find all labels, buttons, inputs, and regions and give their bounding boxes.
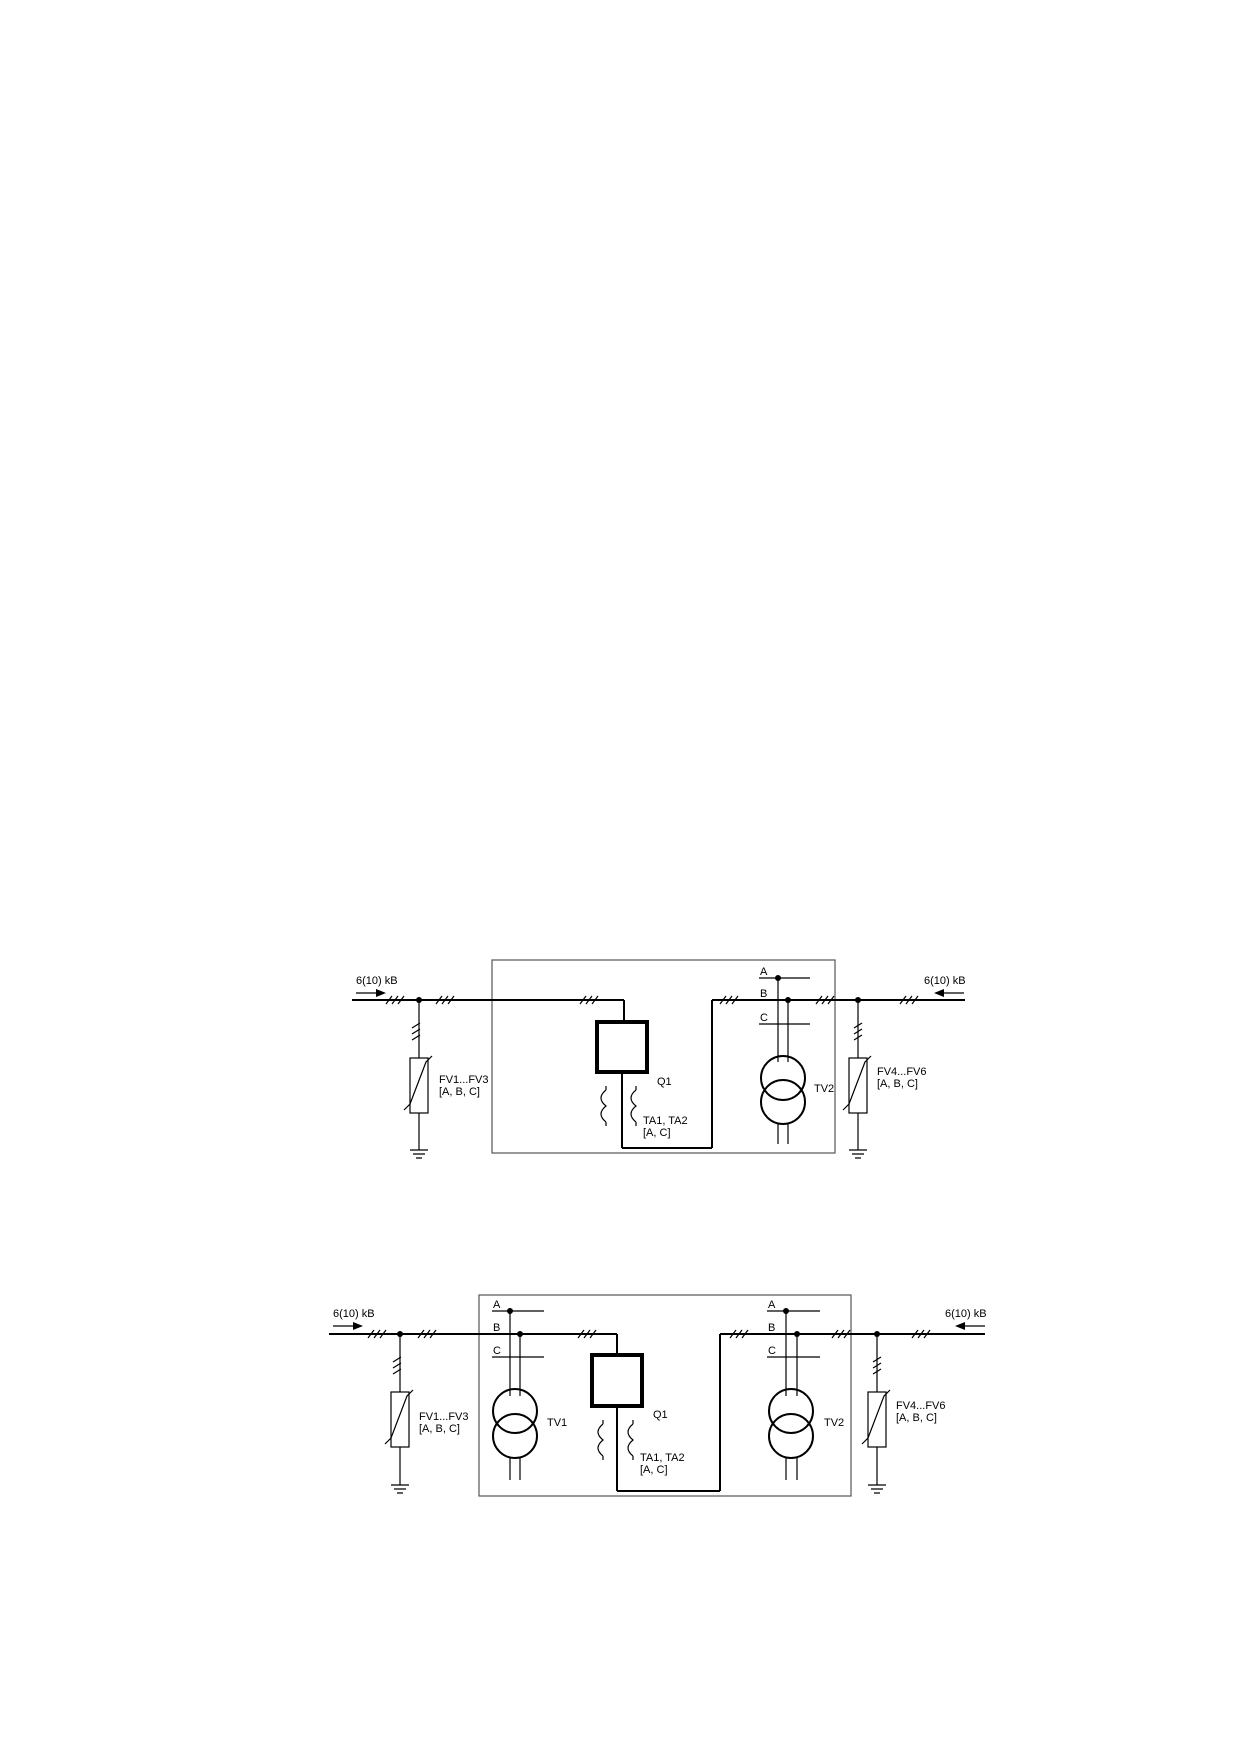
voltage-transformer-icon: [768, 1413, 814, 1459]
phase-b-label: B: [760, 988, 767, 1000]
ground-icon: [410, 1149, 428, 1159]
feed-arrowhead-right: [955, 1322, 965, 1330]
surge-arrester-right-icon: [848, 1057, 868, 1114]
ct-label: TA1, TA2: [640, 1452, 685, 1464]
arrester-left-label: FV1...FV3: [419, 1411, 469, 1423]
varistor-slash: [861, 1389, 891, 1445]
feed-arrowhead-left: [376, 989, 386, 997]
feed-label-right: 6(10) kB: [945, 1308, 987, 1320]
phase-c-label: C: [493, 1345, 501, 1357]
circuit-breaker-icon: [590, 1353, 644, 1408]
voltage-transformer-icon: [492, 1388, 538, 1434]
voltage-transformer-icon: [760, 1079, 806, 1125]
surge-arrester-right-icon: [867, 1391, 887, 1448]
arrester-right-label: FV4...FV6: [896, 1400, 946, 1412]
current-transformer-icon: [600, 1086, 607, 1126]
ground-icon: [849, 1149, 867, 1159]
current-transformer-icon: [627, 1420, 634, 1460]
tv2-label: TV2: [824, 1417, 844, 1429]
phase-c-label: C: [768, 1345, 776, 1357]
diagram-2: 6(10) kB 6(10) kB FV1...FV3 [A, B, C] A …: [329, 1294, 987, 1497]
ct-phases: [A, C]: [643, 1127, 671, 1139]
current-transformer-icon: [597, 1420, 604, 1460]
surge-arrester-left-icon: [390, 1391, 410, 1448]
voltage-transformer-icon: [760, 1055, 806, 1101]
feed-arrowhead-right: [934, 989, 944, 997]
breaker-label: Q1: [653, 1409, 668, 1421]
ct-label: TA1, TA2: [643, 1115, 688, 1127]
current-transformer-icon: [630, 1086, 637, 1126]
varistor-slash: [842, 1055, 872, 1111]
ct-phases: [A, C]: [640, 1464, 668, 1476]
phase-a-label: A: [493, 1299, 501, 1311]
arrester-left-phases: [A, B, C]: [439, 1086, 480, 1098]
feed-label-right: 6(10) kB: [924, 975, 966, 987]
switchgear-cell-frame: [491, 959, 836, 1154]
tv2-label: TV2: [814, 1083, 834, 1095]
phase-a-label: A: [768, 1299, 776, 1311]
arrester-right-label: FV4...FV6: [877, 1066, 927, 1078]
phase-b-label: B: [768, 1322, 775, 1334]
arrester-right-phases: [A, B, C]: [896, 1412, 937, 1424]
varistor-slash: [403, 1055, 433, 1111]
voltage-transformer-icon: [492, 1413, 538, 1459]
three-phase-marks: [385, 995, 919, 1041]
switchgear-cell-frame: [478, 1294, 852, 1497]
phase-c-label: C: [760, 1012, 768, 1024]
phase-a-label: A: [760, 966, 768, 978]
breaker-label: Q1: [657, 1076, 672, 1088]
surge-arrester-left-icon: [409, 1057, 429, 1114]
circuit-breaker-icon: [595, 1020, 649, 1074]
three-phase-marks: [367, 1329, 931, 1375]
arrester-left-label: FV1...FV3: [439, 1074, 489, 1086]
varistor-slash: [384, 1389, 414, 1445]
feed-label-left: 6(10) kB: [333, 1308, 375, 1320]
tv1-label: TV1: [547, 1417, 567, 1429]
feed-arrowhead-left: [353, 1322, 363, 1330]
voltage-transformer-icon: [768, 1388, 814, 1434]
phase-b-label: B: [493, 1322, 500, 1334]
ground-icon: [391, 1484, 409, 1494]
diagram-1: 6(10) kB 6(10) kB FV1...FV3 [A, B, C] Q1…: [352, 959, 966, 1159]
arrester-right-phases: [A, B, C]: [877, 1078, 918, 1090]
ground-icon: [868, 1484, 886, 1494]
arrester-left-phases: [A, B, C]: [419, 1423, 460, 1435]
feed-label-left: 6(10) kB: [356, 975, 398, 987]
